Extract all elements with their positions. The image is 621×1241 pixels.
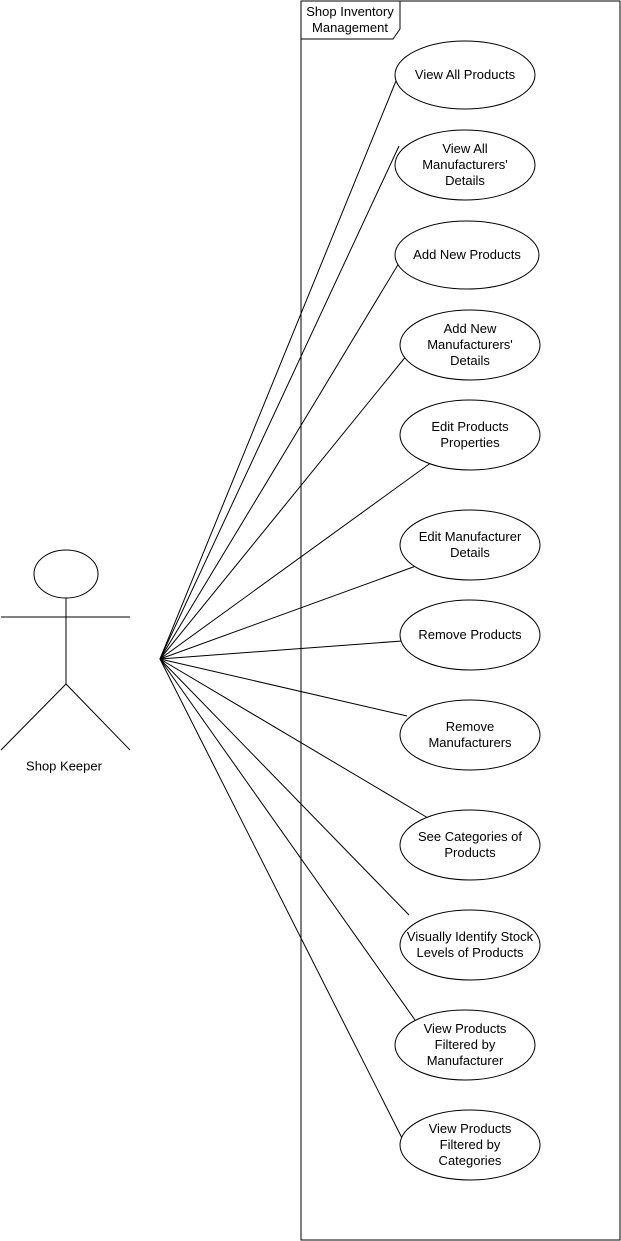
use-case-ellipse (399, 399, 541, 471)
association-line (159, 257, 403, 660)
use-case-label: Remove Manufacturers (428, 719, 512, 750)
use-case-ellipse (399, 1109, 541, 1181)
actor-right-leg (65, 683, 131, 751)
use-case-label: Edit Products Properties (431, 419, 509, 450)
association-line (159, 640, 403, 660)
association-line (159, 658, 408, 717)
use-case-label: Add New Manufacturers' Details (427, 321, 513, 368)
use-case-ellipse (394, 40, 536, 110)
use-case-ellipse (394, 1009, 536, 1081)
use-case-ellipse (399, 699, 541, 771)
use-case-ellipse (399, 909, 541, 981)
system-title: Shop Inventory Management (306, 4, 394, 35)
use-case-label: Add New Products (413, 247, 521, 262)
use-case-ellipse (399, 599, 541, 671)
association-lines (159, 75, 433, 1143)
use-case-label: Edit Manufacturer Details (418, 529, 522, 560)
association-line (159, 354, 408, 660)
association-line (159, 658, 429, 819)
use-case-ellipses (394, 40, 541, 1181)
use-case-label: Visually Identify Stock Levels of Produc… (406, 929, 534, 960)
use-case-label: See Categories of Products (417, 829, 523, 860)
use-case-label: View Products Filtered by Manufacturer (423, 1021, 507, 1068)
use-case-label: Remove Products (418, 627, 522, 642)
association-line (159, 658, 405, 1143)
use-case-ellipse (399, 309, 541, 381)
actor-figure (0, 549, 131, 751)
use-case-ellipse (394, 220, 540, 290)
use-case-ellipse (399, 809, 541, 881)
association-line (159, 75, 399, 660)
association-line (159, 145, 400, 660)
use-case-ellipse (399, 509, 541, 581)
use-case-label: View All Products (414, 67, 516, 82)
association-line (159, 658, 410, 916)
use-case-label: View All Manufacturers' Details (422, 141, 508, 188)
use-case-ellipse (394, 129, 536, 201)
association-line (159, 461, 433, 660)
actor-label: Shop Keeper (26, 758, 102, 774)
association-line (159, 565, 417, 660)
system-boundary (300, 0, 621, 1241)
system-title-tab (300, 0, 401, 40)
actor-head (33, 549, 99, 599)
actor-left-leg (0, 683, 67, 751)
use-case-label: View Products Filtered by Categories (428, 1121, 512, 1168)
association-line (159, 658, 416, 1021)
